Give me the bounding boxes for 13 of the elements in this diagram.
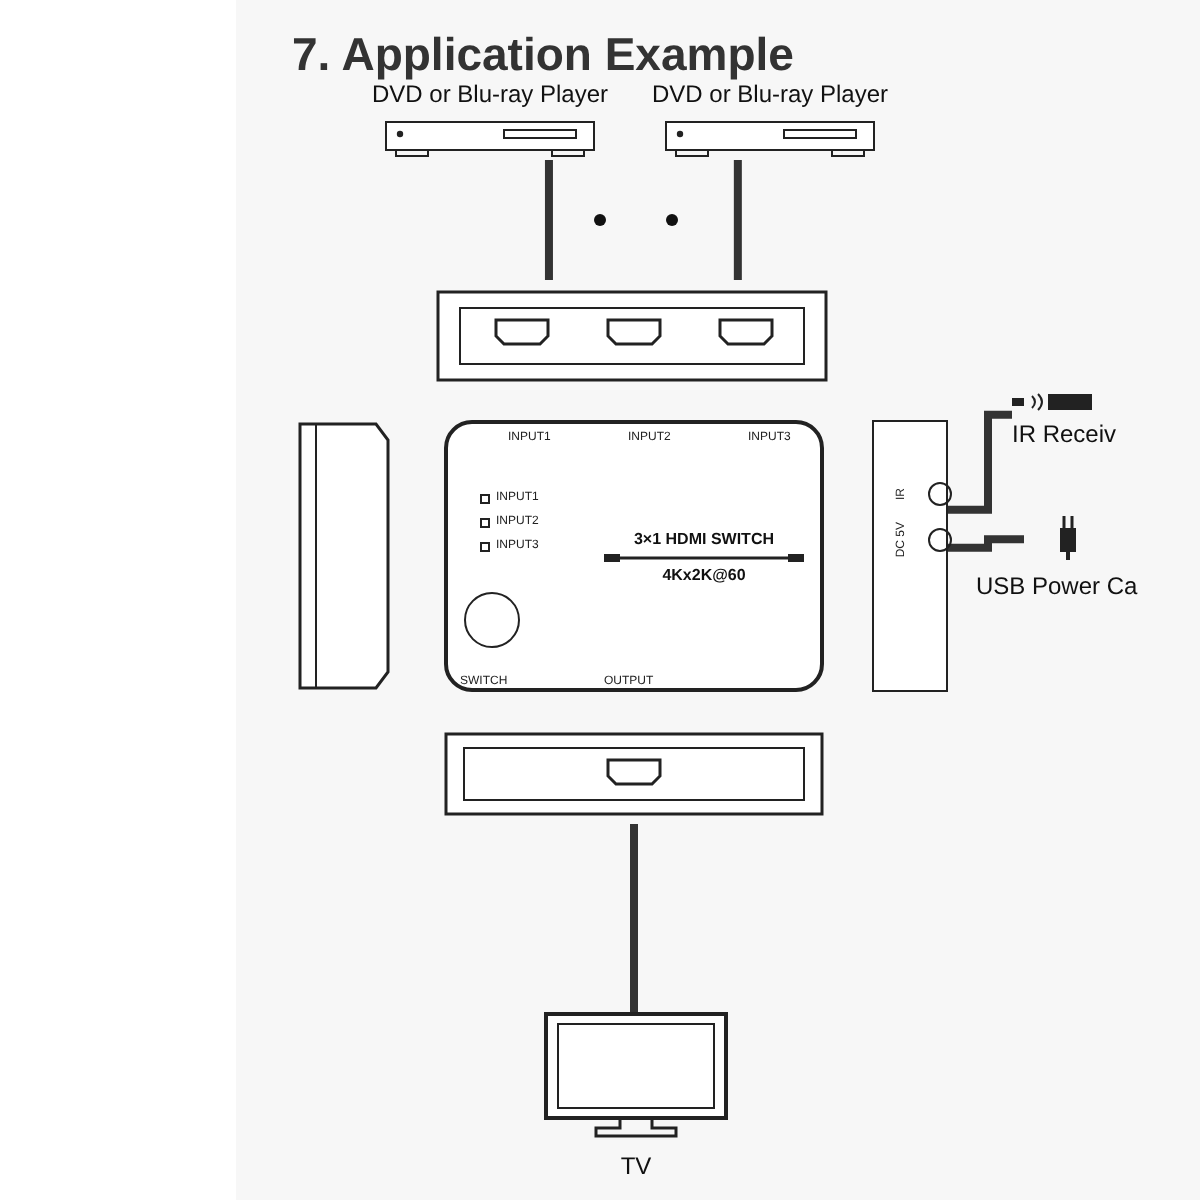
device-label: DVD or Blu-ray Player [371,80,609,112]
device-label: DVD or Blu-ray Player [651,80,889,112]
resolution-label: 4Kx2K@60 [662,568,746,584]
title: 7. Application Example [292,26,794,84]
device-label: IR Receiv [1012,418,1117,452]
device-label: TV [620,1150,652,1184]
cable [948,410,1012,514]
product-label: 3×1 HDMI SWITCH [633,532,774,548]
cable [544,160,553,280]
cable [948,535,1024,552]
cable [630,824,638,1012]
device-label: USB Power Ca [976,570,1138,604]
cable [733,160,742,280]
